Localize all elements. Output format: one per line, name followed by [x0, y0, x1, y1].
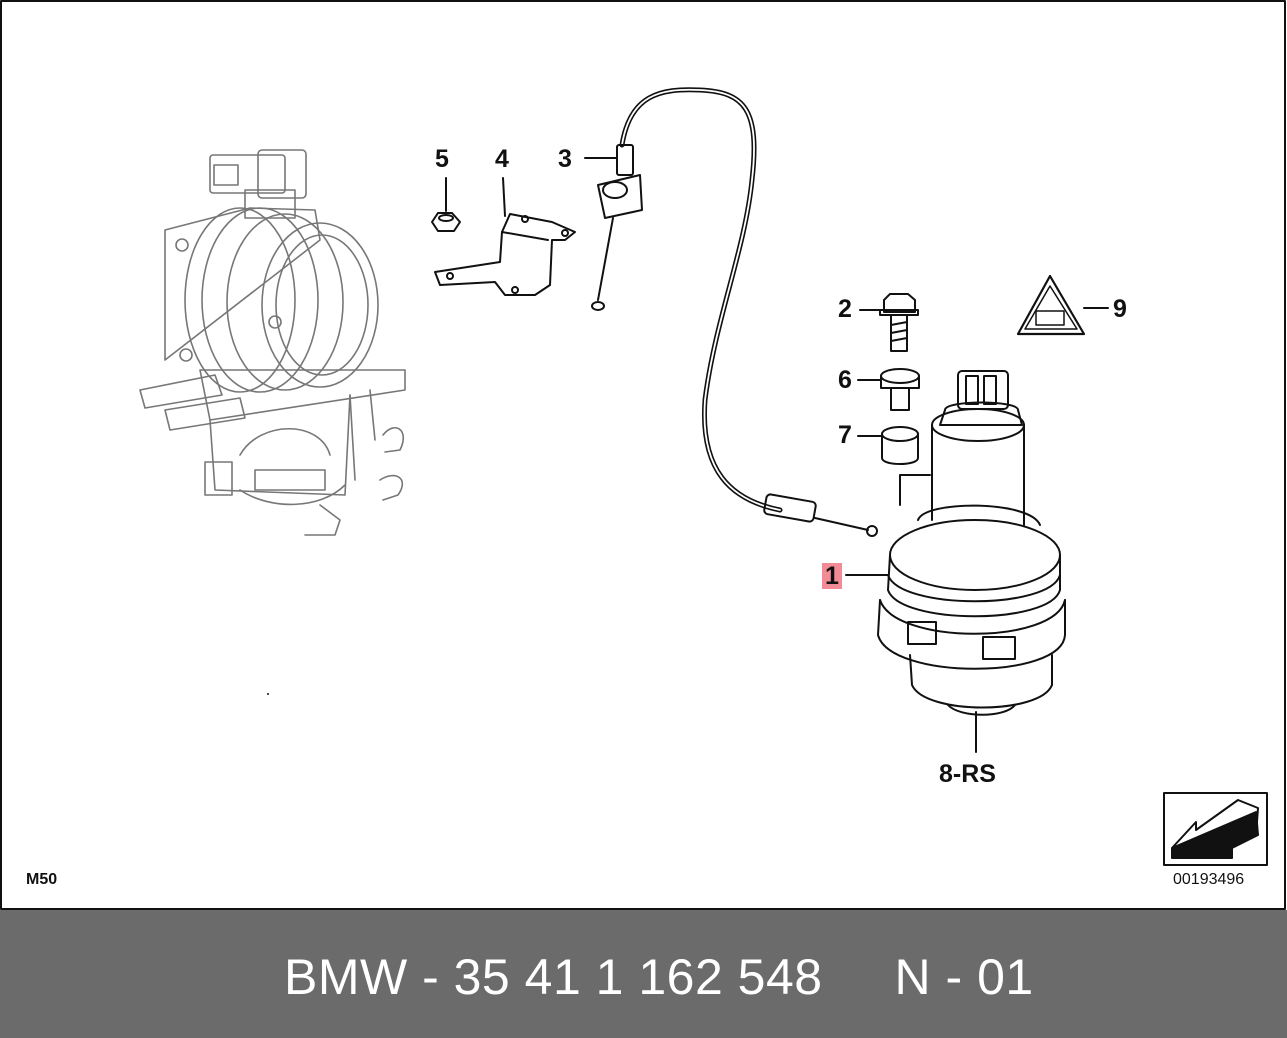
warning-label-part-9 [1016, 274, 1109, 336]
engine-label: M50 [26, 871, 58, 888]
throttle-body-illustration [139, 149, 406, 536]
bushing-part-7 [857, 426, 919, 465]
callout-4: 4 [495, 145, 509, 173]
callout-8-rs: 8-RS [939, 760, 996, 788]
frame-border [0, 0, 1286, 910]
diagram-number: 00193496 [1173, 871, 1245, 888]
nut-part-5 [431, 177, 461, 232]
footer-bar [0, 910, 1287, 1038]
part-number-title: BMW - 35 41 1 162 548 N - 01 [284, 949, 1034, 1005]
direction-arrow-icon [1163, 792, 1268, 866]
callout-9: 9 [1113, 295, 1127, 323]
sleeve-part-6 [857, 368, 920, 411]
callout-7: 7 [838, 421, 852, 449]
cable-part-3 [584, 87, 878, 537]
actuator-part-1 [845, 370, 1066, 753]
parts-diagram: 5 4 3 2 6 7 9 1 8-RS M50 00193496 [0, 0, 1287, 910]
diagram-drawing [0, 0, 1286, 910]
callout-6: 6 [838, 366, 852, 394]
bracket-part-4 [434, 177, 576, 296]
callout-3: 3 [558, 145, 572, 173]
callout-2: 2 [838, 295, 852, 323]
callout-5: 5 [435, 145, 449, 173]
callout-1-highlighted[interactable]: 1 [822, 563, 842, 589]
bolt-part-2 [859, 293, 919, 352]
stray-dot [267, 693, 269, 695]
